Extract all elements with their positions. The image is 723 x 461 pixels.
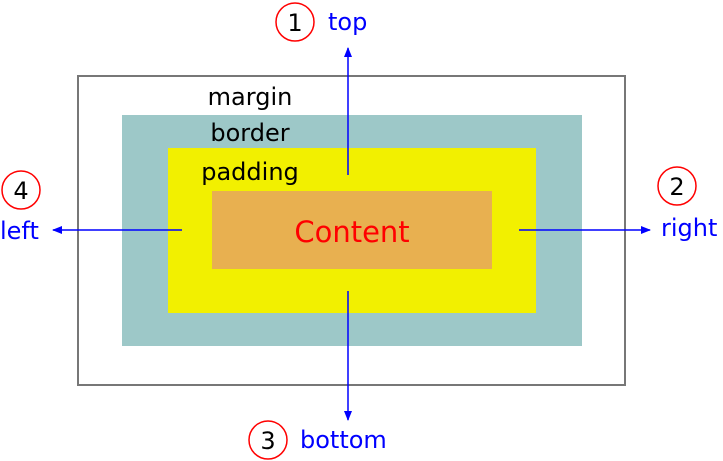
content-box	[212, 191, 492, 269]
border-label: border	[210, 119, 289, 147]
number-circle	[1, 170, 41, 210]
number-circle	[248, 420, 288, 460]
direction-bottom: 3 bottom	[248, 420, 387, 460]
margin-label: margin	[208, 83, 293, 111]
number-circle	[657, 166, 697, 206]
direction-left: 4 left	[0, 170, 41, 245]
content-label: Content	[294, 215, 409, 249]
direction-label: top	[328, 8, 367, 36]
direction-label: left	[0, 217, 39, 245]
direction-label: bottom	[300, 426, 387, 454]
number-label: 1	[287, 9, 302, 37]
number-label: 4	[13, 177, 28, 205]
number-label: 2	[669, 173, 684, 201]
direction-right: 2 right	[657, 166, 717, 242]
direction-top: 1 top	[275, 2, 367, 42]
number-label: 3	[260, 427, 275, 455]
direction-label: right	[661, 214, 717, 242]
number-circle	[275, 2, 315, 42]
padding-label: padding	[201, 158, 299, 186]
